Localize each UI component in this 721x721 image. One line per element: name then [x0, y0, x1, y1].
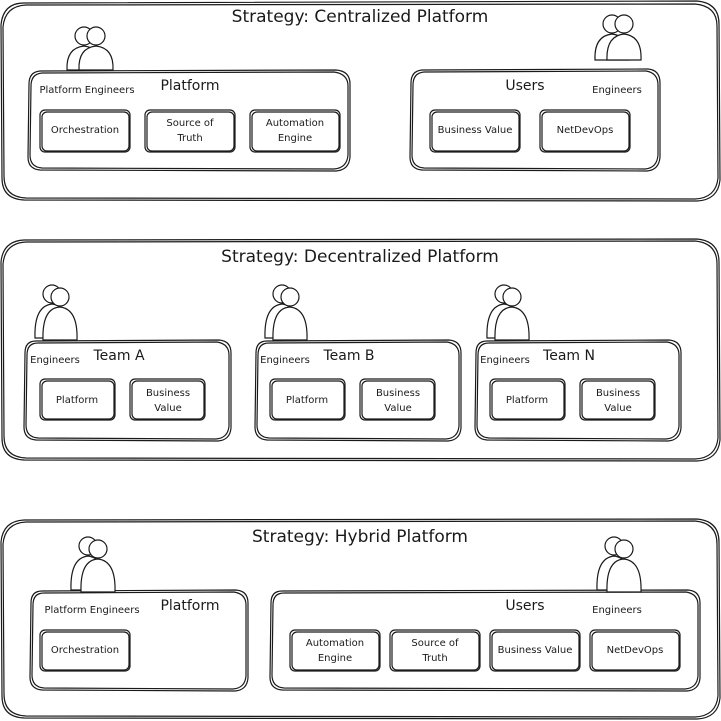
item-label-line-2: Truth: [421, 653, 447, 664]
group-frame: [409, 68, 661, 172]
group-header: Team B: [322, 348, 374, 364]
item-label: Platform: [506, 395, 548, 406]
item-label-line-2: Truth: [176, 133, 202, 144]
item-netdevops: NetDevOps: [539, 109, 631, 153]
item-label-line-1: Source of: [411, 638, 459, 649]
item-label: NetDevOps: [607, 645, 664, 656]
actor-label: Engineers: [30, 355, 80, 366]
item-label-line-1: Automation: [266, 118, 324, 129]
item-label: Orchestration: [51, 125, 119, 136]
item-business-value: Business Value: [129, 378, 206, 421]
platform-engineers-actor-icon: [70, 536, 116, 593]
group-header: Team N: [542, 348, 595, 364]
item-label-line-2: Value: [154, 403, 181, 414]
group-team-b: Engineers Team B Platform Business Value: [254, 284, 462, 442]
item-platform: Platform: [39, 378, 116, 421]
item-orchestration: Orchestration: [39, 629, 131, 672]
item-label-line-2: Engine: [318, 653, 352, 664]
item-business-value: Business Value: [579, 378, 656, 421]
item-platform: Platform: [269, 378, 346, 421]
group-frame: [29, 589, 249, 692]
group-team-n: Engineers Team N Platform Business Value: [474, 284, 682, 442]
item-label-line-1: Source of: [166, 118, 214, 129]
item-label: Business Value: [438, 125, 513, 136]
item-label-line-1: Business: [376, 388, 420, 399]
item-business-value: Business Value: [489, 629, 581, 672]
item-orchestration: Orchestration: [39, 109, 131, 153]
actor-label: Engineers: [480, 355, 530, 366]
item-automation-engine: Automation Engine: [249, 109, 341, 153]
section-hybrid: Strategy: Hybrid Platform Platform Engin…: [0, 518, 721, 720]
section-centralized: Strategy: Centralized Platform Platform …: [0, 0, 721, 202]
group-users: Engineers Users Business Value NetDevOps: [409, 14, 661, 172]
actor-label: Platform Engineers: [39, 85, 134, 96]
group-platform: Platform Engineers Platform Orchestratio…: [27, 26, 351, 172]
group-frame: [254, 339, 462, 442]
item-label-line-1: Business: [146, 388, 190, 399]
item-label-line-2: Value: [384, 403, 411, 414]
item-label-line-1: Business: [596, 388, 640, 399]
group-users: Engineers Users Automation Engine Source…: [269, 536, 701, 692]
item-business-value: Business Value: [429, 109, 521, 153]
item-label: NetDevOps: [557, 125, 614, 136]
group-team-a: Engineers Team A Platform Business Value: [23, 284, 232, 442]
section-frame: [0, 0, 721, 202]
section-title: Strategy: Hybrid Platform: [252, 527, 468, 547]
section-frame: [0, 238, 721, 462]
item-label-line-2: Engine: [278, 133, 312, 144]
item-label: Business Value: [498, 645, 573, 656]
item-source-of-truth: Source of Truth: [144, 109, 236, 153]
actor-label: Platform Engineers: [44, 605, 139, 616]
item-label: Orchestration: [51, 645, 119, 656]
item-business-value: Business Value: [359, 378, 436, 421]
engineers-actor-icon: [594, 14, 642, 61]
engineers-actor-icon: [596, 536, 642, 593]
section-frame: [0, 518, 721, 720]
item-label-line-2: Value: [604, 403, 631, 414]
actor-label: Engineers: [260, 355, 310, 366]
item-platform: Platform: [489, 378, 566, 421]
group-frame: [269, 589, 701, 692]
item-source-of-truth: Source of Truth: [389, 629, 481, 672]
item-label: Platform: [56, 395, 98, 406]
item-netdevops: NetDevOps: [589, 629, 681, 672]
actor-label: Engineers: [592, 85, 642, 96]
group-header: Users: [505, 78, 544, 94]
group-header: Team A: [92, 348, 144, 364]
item-label: Platform: [286, 395, 328, 406]
group-header: Platform: [160, 78, 219, 94]
platform-engineers-actor-icon: [66, 26, 114, 71]
group-frame: [474, 339, 682, 442]
group-header: Users: [505, 598, 544, 614]
engineers-actor-icon: [34, 284, 78, 341]
group-frame: [27, 69, 351, 172]
group-platform: Platform Engineers Platform Orchestratio…: [29, 536, 249, 692]
actor-label: Engineers: [592, 605, 642, 616]
section-title: Strategy: Decentralized Platform: [221, 247, 499, 267]
section-decentralized: Strategy: Decentralized Platform Enginee…: [0, 238, 721, 462]
item-label-line-1: Automation: [306, 638, 364, 649]
item-automation-engine: Automation Engine: [289, 629, 381, 672]
group-header: Platform: [160, 598, 219, 614]
engineers-actor-icon: [486, 284, 530, 341]
group-frame: [23, 339, 232, 442]
section-title: Strategy: Centralized Platform: [232, 7, 489, 27]
engineers-actor-icon: [264, 284, 308, 341]
